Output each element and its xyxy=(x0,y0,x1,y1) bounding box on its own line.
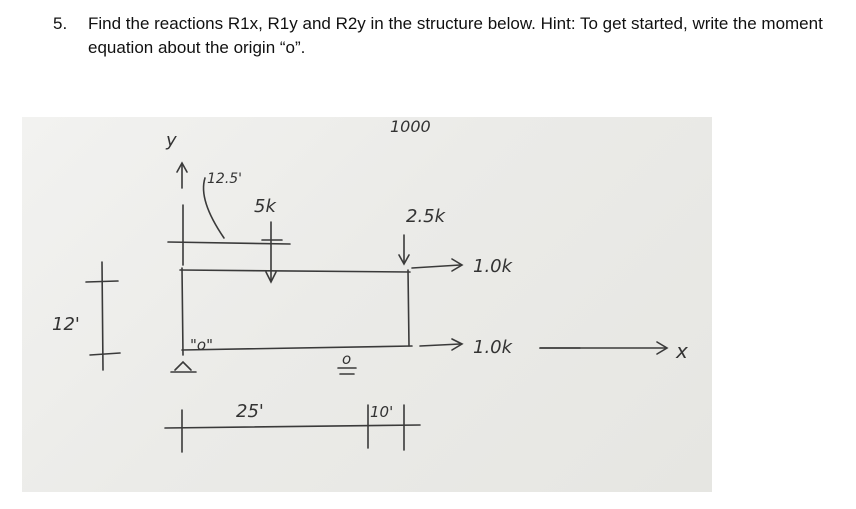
height-dim-line xyxy=(101,261,104,371)
frame-left xyxy=(181,267,184,356)
support-label: o xyxy=(342,350,351,368)
question-number: 5. xyxy=(53,14,68,33)
x-axis-arrowhead xyxy=(656,341,669,355)
horizontal-load-top-arrowhead xyxy=(451,258,464,272)
horizontal-load-top-line xyxy=(411,264,461,269)
frame-top xyxy=(179,269,411,273)
y-axis-arrowhead xyxy=(176,161,188,173)
question-text: Find the reactions R1x, R1y and R2y in t… xyxy=(88,14,823,57)
span-left-label: 25' xyxy=(236,401,264,422)
horizontal-load-bottom-label: 1.0k xyxy=(473,337,514,358)
roller-support-right xyxy=(337,367,357,375)
y-axis-label: y xyxy=(165,130,177,151)
horizontal-load-bottom-line xyxy=(419,343,461,347)
frame-right xyxy=(407,269,410,347)
frame-bottom xyxy=(181,345,413,351)
horizontal-load-top-label: 1.0k xyxy=(473,256,514,277)
pin-support-left xyxy=(170,360,197,373)
slope-length-label: 12.5' xyxy=(207,171,242,187)
load-right-label: 2.5k xyxy=(406,206,447,227)
top-mark: 1000 xyxy=(390,117,431,136)
horizontal-load-bottom-arrowhead xyxy=(451,338,464,351)
span-right-label: 10' xyxy=(370,403,393,421)
load-left-label: 5k xyxy=(254,196,277,217)
height-dim-label: 12' xyxy=(52,314,80,335)
load-right-arrowhead xyxy=(398,254,410,266)
slope-bracket xyxy=(202,177,225,239)
load-left-arrowhead xyxy=(265,271,277,284)
structure-sketch-photo xyxy=(22,117,712,492)
x-axis-label: x xyxy=(675,339,688,363)
top-beam xyxy=(167,241,291,245)
origin-label: "o" xyxy=(190,336,213,354)
span-dim-line xyxy=(164,424,421,429)
